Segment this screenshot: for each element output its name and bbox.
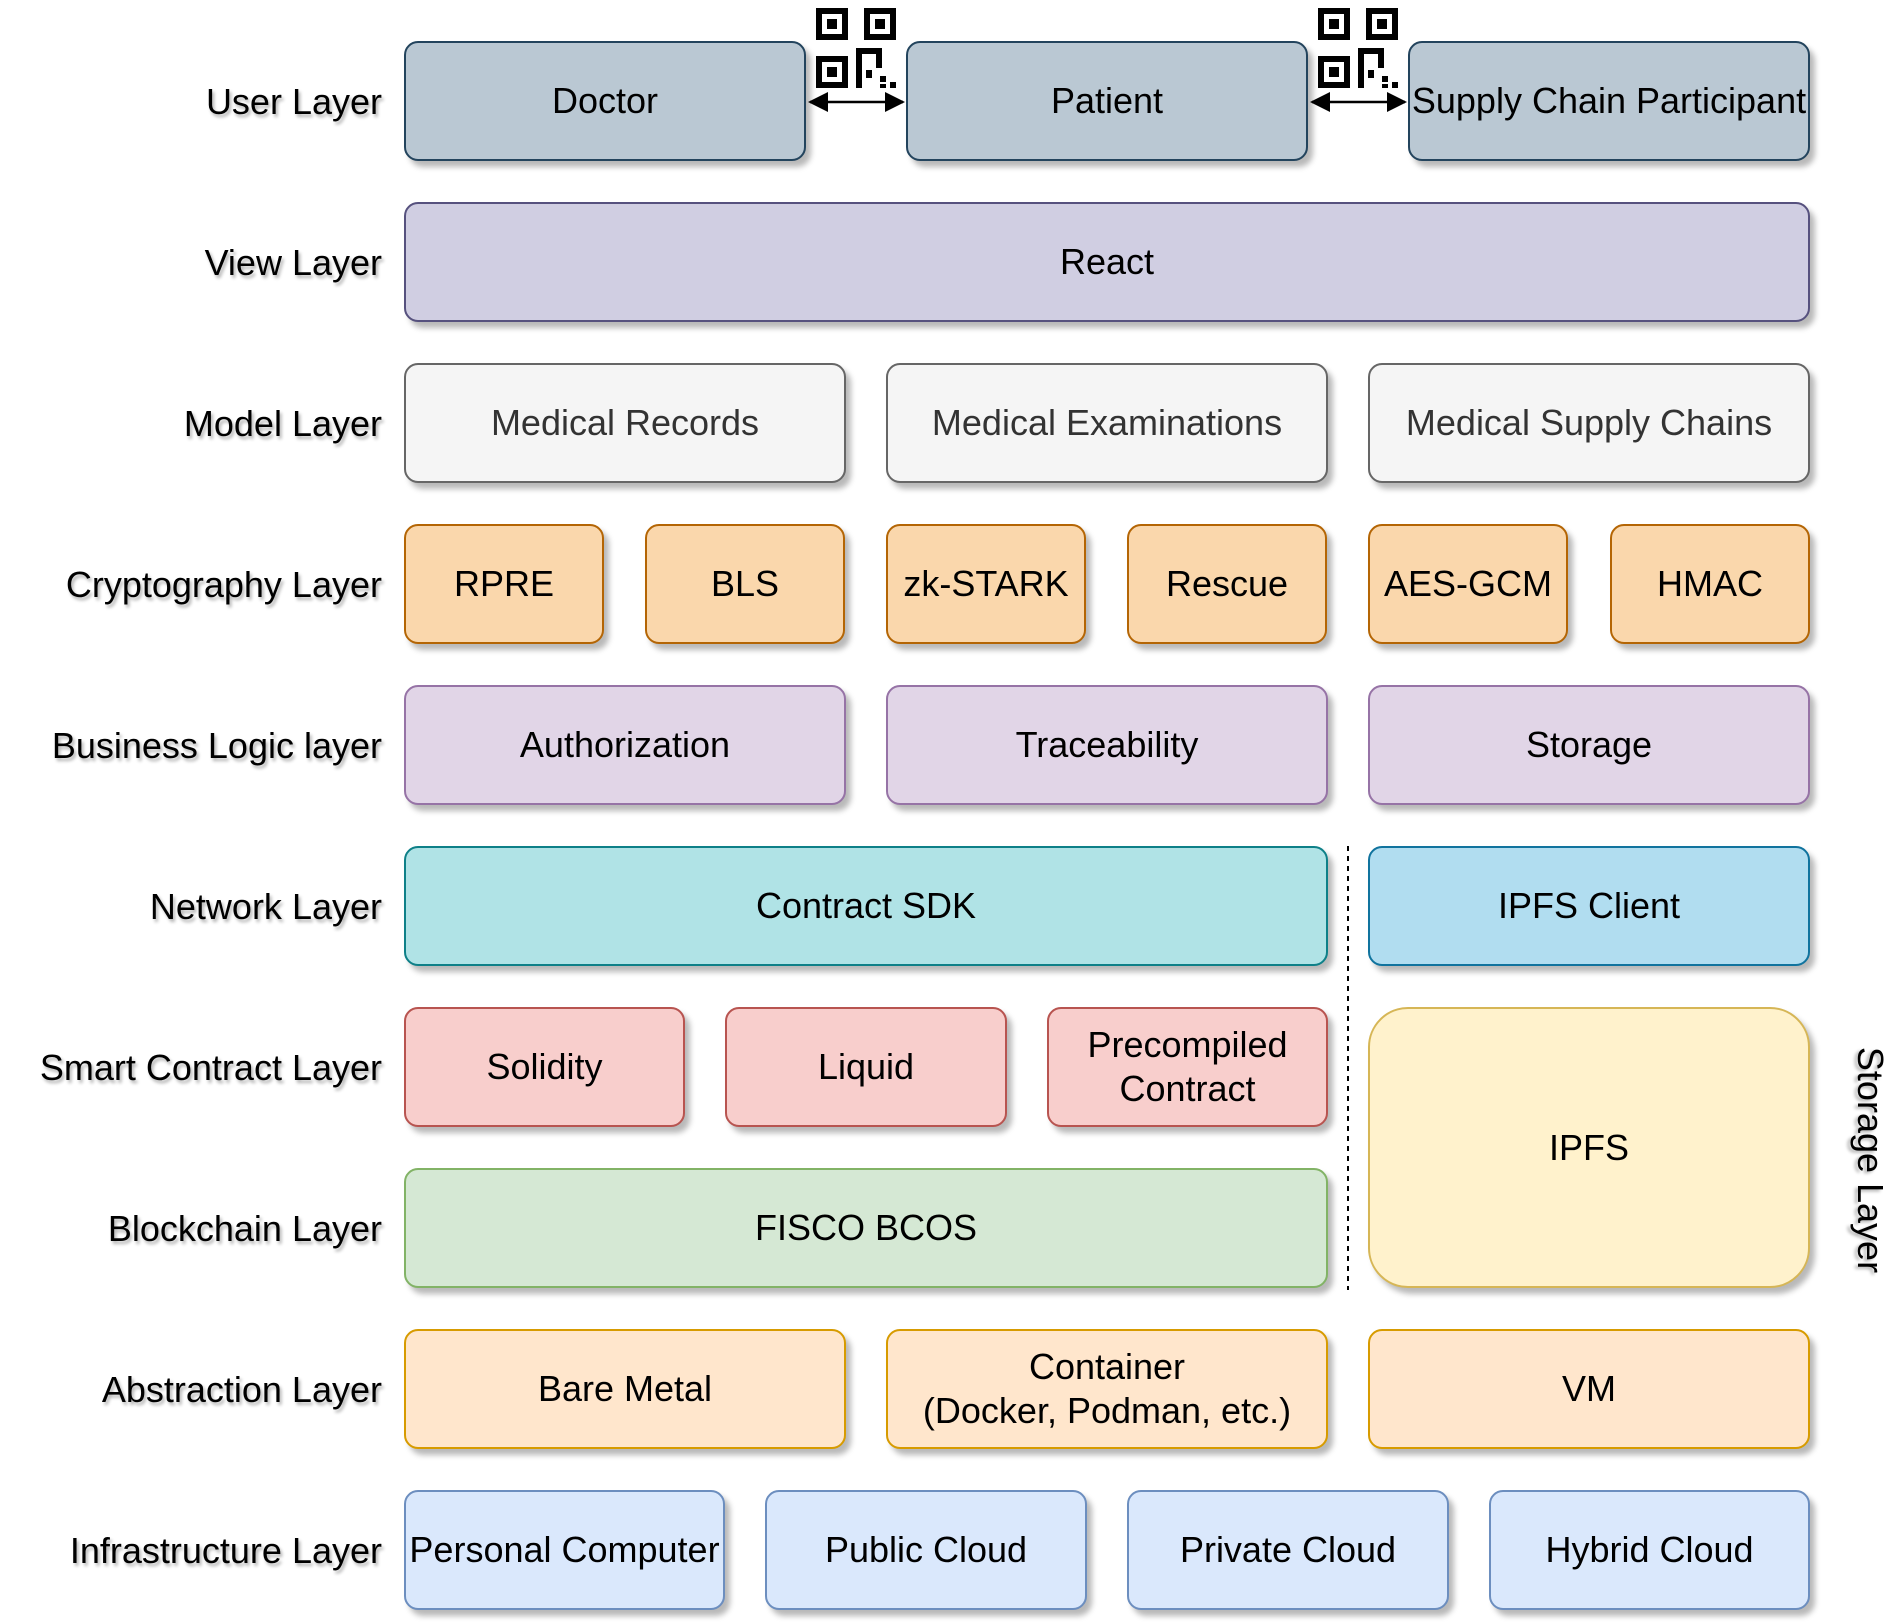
- doctor-box: Doctor: [404, 41, 806, 161]
- public-cloud-box: Public Cloud: [765, 1490, 1087, 1610]
- doctor-label: Doctor: [551, 80, 659, 121]
- storage-box: Storage: [1368, 685, 1810, 805]
- public-cloud-label: Public Cloud: [824, 1529, 1028, 1570]
- hybrid-cloud-label: Hybrid Cloud: [1545, 1529, 1754, 1570]
- rescue-box: Rescue: [1127, 524, 1327, 644]
- container-label-line2: (Docker, Podman, etc.): [922, 1390, 1292, 1431]
- bls-box: BLS: [645, 524, 845, 644]
- rpre-box: RPRE: [404, 524, 604, 644]
- precompiled-contract-box: Precompiled Contract: [1047, 1007, 1328, 1127]
- label-smart-contract-layer: Smart Contract Layer: [39, 1047, 382, 1088]
- solidity-label: Solidity: [486, 1046, 603, 1087]
- patient-label: Patient: [1050, 80, 1164, 121]
- private-cloud-label: Private Cloud: [1179, 1529, 1397, 1570]
- bare-metal-box: Bare Metal: [404, 1329, 846, 1449]
- ipfs-label: IPFS: [1548, 1126, 1629, 1168]
- label-model-layer: Model Layer: [183, 403, 382, 444]
- container-label-line1: Container: [1028, 1346, 1186, 1387]
- personal-computer-label: Personal Computer: [409, 1529, 720, 1570]
- vm-label: VM: [1562, 1368, 1616, 1409]
- zk-stark-label: zk-STARK: [903, 563, 1069, 604]
- ipfs-client-label: IPFS Client: [1497, 885, 1681, 926]
- ipfs-box: IPFS: [1368, 1007, 1810, 1288]
- qr-code-icon: [816, 8, 896, 88]
- authorization-label: Authorization: [519, 724, 731, 765]
- medical-supply-chains-box: Medical Supply Chains: [1368, 363, 1810, 483]
- supply-chain-participant-label: Supply Chain Participant: [1411, 80, 1807, 121]
- medical-records-label: Medical Records: [490, 402, 760, 443]
- rescue-label: Rescue: [1165, 563, 1289, 604]
- medical-records-box: Medical Records: [404, 363, 846, 483]
- private-cloud-box: Private Cloud: [1127, 1490, 1449, 1610]
- label-view-layer: View Layer: [204, 242, 382, 283]
- label-infrastructure-layer: Infrastructure Layer: [69, 1530, 382, 1571]
- rpre-label: RPRE: [453, 563, 555, 604]
- supply-chain-participant-box: Supply Chain Participant: [1408, 41, 1810, 161]
- aes-gcm-box: AES-GCM: [1368, 524, 1568, 644]
- react-box: React: [404, 202, 1810, 322]
- label-blockchain-layer: Blockchain Layer: [107, 1208, 382, 1249]
- label-abstraction-layer: Abstraction Layer: [101, 1369, 382, 1410]
- authorization-box: Authorization: [404, 685, 846, 805]
- precompiled-label-line2: Contract: [1119, 1068, 1256, 1109]
- label-network-layer: Network Layer: [149, 886, 382, 927]
- bare-metal-label: Bare Metal: [537, 1368, 713, 1409]
- label-cryptography-layer: Cryptography Layer: [65, 564, 382, 605]
- medical-examinations-label: Medical Examinations: [931, 402, 1283, 443]
- traceability-box: Traceability: [886, 685, 1328, 805]
- liquid-box: Liquid: [725, 1007, 1007, 1127]
- storage-label: Storage: [1525, 724, 1653, 765]
- react-label: React: [1059, 241, 1155, 282]
- label-user-layer: User Layer: [205, 81, 382, 122]
- personal-computer-box: Personal Computer: [404, 1490, 725, 1610]
- container-box: Container (Docker, Podman, etc.): [886, 1329, 1328, 1449]
- aes-gcm-label: AES-GCM: [1383, 563, 1552, 604]
- solidity-box: Solidity: [404, 1007, 685, 1127]
- precompiled-label-line1: Precompiled: [1087, 1024, 1288, 1065]
- vm-box: VM: [1368, 1329, 1810, 1449]
- hmac-box: HMAC: [1610, 524, 1810, 644]
- medical-supply-chains-label: Medical Supply Chains: [1405, 402, 1773, 443]
- bls-label: BLS: [710, 563, 780, 604]
- medical-examinations-box: Medical Examinations: [886, 363, 1328, 483]
- traceability-label: Traceability: [1015, 724, 1199, 765]
- label-business-logic-layer: Business Logic layer: [51, 725, 382, 766]
- fisco-bcos-box: FISCO BCOS: [404, 1168, 1328, 1288]
- zk-stark-box: zk-STARK: [886, 524, 1086, 644]
- liquid-label: Liquid: [817, 1046, 915, 1087]
- ipfs-client-box: IPFS Client: [1368, 846, 1810, 966]
- contract-sdk-box: Contract SDK: [404, 846, 1328, 966]
- contract-sdk-label: Contract SDK: [755, 885, 977, 926]
- hybrid-cloud-box: Hybrid Cloud: [1489, 1490, 1810, 1610]
- fisco-bcos-label: FISCO BCOS: [754, 1207, 978, 1248]
- hmac-label: HMAC: [1657, 563, 1763, 604]
- qr-code-icon: [1318, 8, 1398, 88]
- patient-box: Patient: [906, 41, 1308, 161]
